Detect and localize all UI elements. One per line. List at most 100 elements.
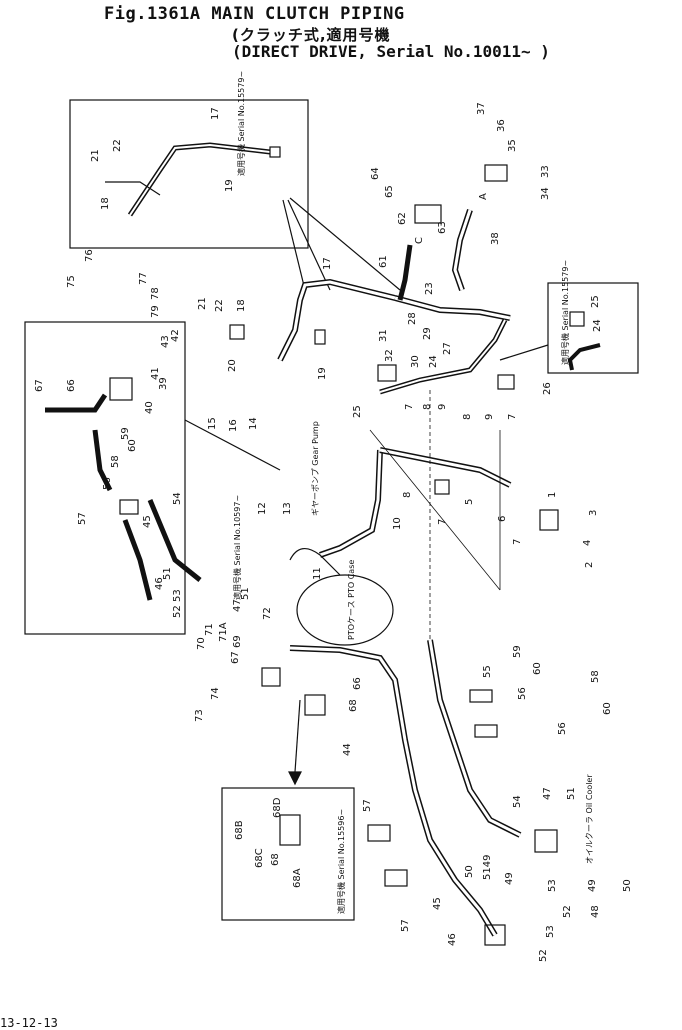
arrow-to-inset: [288, 771, 302, 786]
svg-text:51: 51: [240, 587, 251, 600]
svg-text:53: 53: [172, 589, 183, 602]
header: Fig.1361A MAIN CLUTCH PIPING (クラッチ式,適用号機…: [0, 0, 682, 80]
svg-text:68D: 68D: [272, 797, 283, 818]
svg-text:24: 24: [428, 355, 439, 368]
svg-text:7: 7: [507, 414, 518, 420]
svg-text:79: 79: [150, 305, 161, 318]
svg-text:68: 68: [270, 853, 281, 866]
svg-text:41: 41: [150, 367, 161, 380]
svg-text:38: 38: [490, 232, 501, 245]
svg-text:56: 56: [557, 722, 568, 735]
note-serial-10597: 適用号機 Serial No.10597~: [233, 494, 242, 600]
svg-text:75: 75: [66, 275, 77, 288]
figure-subtitle-jp: (クラッチ式,適用号機: [232, 26, 391, 44]
callout-numbers: 21 22 18 19 17 76 75 77 78 79 67 66 42 4…: [34, 102, 633, 962]
svg-text:21: 21: [90, 149, 101, 162]
svg-text:68B: 68B: [234, 820, 245, 840]
svg-text:53: 53: [547, 879, 558, 892]
svg-text:57: 57: [77, 512, 88, 525]
svg-text:22: 22: [112, 139, 123, 152]
svg-text:78: 78: [150, 287, 161, 300]
svg-text:A: A: [478, 193, 489, 200]
svg-text:57: 57: [362, 799, 373, 812]
svg-text:53: 53: [545, 925, 556, 938]
page-footer-code: 13-12-13: [0, 1016, 58, 1030]
svg-text:21: 21: [197, 297, 208, 310]
svg-text:66: 66: [66, 379, 77, 392]
svg-text:68A: 68A: [292, 868, 303, 888]
svg-text:24: 24: [592, 319, 603, 332]
svg-text:71A: 71A: [218, 622, 229, 642]
svg-text:61: 61: [378, 255, 389, 268]
svg-text:8: 8: [422, 404, 433, 410]
svg-text:73: 73: [194, 709, 205, 722]
inset-box-bottom: [221, 787, 355, 921]
svg-text:10: 10: [392, 517, 403, 530]
note-serial-15596: 適用号機 Serial No.15596~: [337, 808, 346, 914]
svg-text:50: 50: [464, 865, 475, 878]
svg-text:19: 19: [317, 367, 328, 380]
svg-text:52: 52: [538, 949, 549, 962]
svg-text:4: 4: [582, 540, 593, 546]
svg-text:12: 12: [257, 502, 268, 515]
svg-text:18: 18: [236, 299, 247, 312]
svg-text:13: 13: [282, 502, 293, 515]
svg-text:66: 66: [352, 677, 363, 690]
svg-text:25: 25: [352, 405, 363, 418]
svg-text:58: 58: [590, 670, 601, 683]
svg-text:42: 42: [170, 329, 181, 342]
svg-text:16: 16: [228, 419, 239, 432]
svg-text:71: 71: [204, 623, 215, 636]
svg-text:34: 34: [540, 187, 551, 200]
svg-text:22: 22: [214, 299, 225, 312]
svg-text:64: 64: [370, 167, 381, 180]
svg-text:54: 54: [172, 492, 183, 505]
svg-text:72: 72: [262, 607, 273, 620]
svg-text:62: 62: [397, 212, 408, 225]
svg-text:23: 23: [424, 282, 435, 295]
svg-text:7: 7: [512, 539, 523, 545]
svg-text:45: 45: [142, 515, 153, 528]
svg-text:9: 9: [437, 404, 448, 410]
svg-text:C: C: [414, 237, 425, 244]
label-oil-cooler: オイルクーラ Oil Cooler: [585, 774, 594, 864]
svg-text:30: 30: [410, 355, 421, 368]
inset-box-right: [547, 282, 639, 374]
svg-text:56: 56: [102, 477, 113, 490]
note-serial-15579-top: 適用号機 Serial No.15579~: [237, 70, 246, 176]
svg-text:18: 18: [100, 197, 111, 210]
svg-text:60: 60: [532, 662, 543, 675]
svg-text:15: 15: [207, 417, 218, 430]
svg-text:70: 70: [196, 637, 207, 650]
svg-text:19: 19: [224, 179, 235, 192]
svg-text:26: 26: [542, 382, 553, 395]
svg-text:77: 77: [138, 272, 149, 285]
svg-text:17: 17: [210, 107, 221, 120]
inset-box-top: [69, 99, 309, 249]
svg-text:59: 59: [120, 427, 131, 440]
svg-text:68C: 68C: [254, 848, 265, 868]
svg-text:11: 11: [312, 567, 323, 580]
svg-text:59: 59: [512, 645, 523, 658]
svg-text:3: 3: [588, 510, 599, 516]
svg-text:8: 8: [462, 414, 473, 420]
svg-text:29: 29: [422, 327, 433, 340]
figure-subtitle-en: (DIRECT DRIVE, Serial No.10011~ ): [232, 42, 550, 61]
svg-text:7: 7: [437, 519, 448, 525]
svg-text:74: 74: [210, 687, 221, 700]
svg-text:27: 27: [442, 342, 453, 355]
svg-text:52: 52: [562, 905, 573, 918]
svg-text:1: 1: [547, 492, 558, 498]
svg-text:48: 48: [590, 905, 601, 918]
figure-title: Fig.1361A MAIN CLUTCH PIPING: [104, 4, 405, 24]
svg-text:33: 33: [540, 165, 551, 178]
svg-text:67: 67: [34, 379, 45, 392]
svg-text:67: 67: [230, 651, 241, 664]
svg-text:68: 68: [348, 699, 359, 712]
svg-text:5149: 5149: [482, 855, 493, 880]
svg-text:31: 31: [378, 329, 389, 342]
svg-text:50: 50: [622, 879, 633, 892]
svg-text:2: 2: [584, 562, 595, 568]
svg-text:47: 47: [542, 787, 553, 800]
